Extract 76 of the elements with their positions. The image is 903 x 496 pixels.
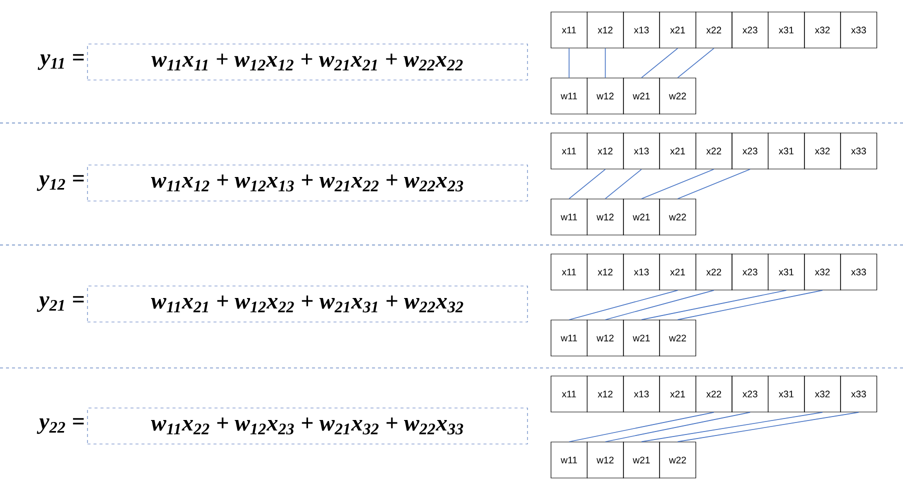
- weight-cell: w12: [586, 442, 624, 478]
- input-cell: x31: [768, 254, 805, 290]
- weight-cell: w21: [623, 442, 660, 478]
- input-cell: x11: [550, 132, 588, 170]
- equation-label: y$_{21}$ =: [36, 296, 84, 312]
- connector-line: [677, 168, 750, 200]
- input-cell: x32: [804, 12, 841, 48]
- input-cell: x12: [586, 376, 624, 412]
- weight-cell: w11: [550, 320, 588, 356]
- input-cell: x11: [550, 254, 588, 290]
- connector-line: [568, 48, 570, 78]
- connector-line: [677, 290, 823, 320]
- input-cell: x33: [840, 254, 878, 290]
- equation-label: y$_{22}$ =: [36, 418, 84, 434]
- weight-cell: w21: [623, 198, 660, 236]
- input-cell: x13: [623, 132, 660, 170]
- input-cell: x13: [623, 254, 660, 290]
- connector-line: [641, 48, 678, 78]
- weight-cell: w22: [659, 78, 696, 114]
- connector-line: [641, 412, 823, 442]
- connector-line: [641, 290, 787, 320]
- connector-line: [604, 290, 714, 320]
- formula-box: w$_{11}$x$_{12}$ + w$_{12}$x$_{13}$ + w$_{21}$x$_{22}$ + w$_{22}$x$_{23}$: [87, 164, 528, 202]
- weight-cell: w21: [623, 320, 660, 356]
- connector-line: [677, 412, 860, 442]
- equation-label: y$_{11}$ =: [38, 54, 84, 70]
- connector-line: [641, 168, 714, 200]
- input-cell: x12: [586, 254, 624, 290]
- weight-cell: w21: [623, 78, 660, 114]
- input-cell: x33: [840, 132, 878, 170]
- connector-line: [604, 168, 642, 200]
- input-cell: x22: [696, 254, 732, 290]
- weight-cell: w11: [550, 198, 588, 236]
- input-cell: x23: [732, 12, 768, 48]
- weight-cell: w22: [659, 320, 696, 356]
- connector-line: [568, 412, 714, 442]
- input-cell: x21: [659, 254, 696, 290]
- formula-box: w$_{11}$x$_{11}$ + w$_{12}$x$_{12}$ + w$_{21}$x$_{21}$ + w$_{22}$x$_{22}$: [87, 44, 528, 80]
- input-cell: x33: [840, 376, 878, 412]
- input-cell: x23: [732, 254, 768, 290]
- input-cell: x33: [840, 12, 878, 48]
- input-cell: x12: [586, 132, 624, 170]
- input-cell: x13: [623, 12, 660, 48]
- connector-line: [604, 412, 750, 442]
- input-cell: x11: [550, 12, 588, 48]
- input-cell: x11: [550, 376, 588, 412]
- weight-cell: w11: [550, 442, 588, 478]
- formula-box: w$_{11}$x$_{21}$ + w$_{12}$x$_{22}$ + w$_{21}$x$_{31}$ + w$_{22}$x$_{32}$: [87, 286, 528, 322]
- input-cell: x32: [804, 132, 841, 170]
- input-cell: x23: [732, 132, 768, 170]
- formula-box: w$_{11}$x$_{22}$ + w$_{12}$x$_{23}$ + w$_{21}$x$_{32}$ + w$_{22}$x$_{33}$: [87, 408, 528, 444]
- weight-cell: w22: [659, 442, 696, 478]
- input-cell: x32: [804, 376, 841, 412]
- input-cell: x22: [696, 132, 732, 170]
- weight-cell: w12: [586, 320, 624, 356]
- input-cell: x21: [659, 12, 696, 48]
- input-cell: x32: [804, 254, 841, 290]
- input-cell: x31: [768, 132, 805, 170]
- weight-cell: w11: [550, 78, 588, 114]
- connector-line: [604, 48, 606, 78]
- connector-line: [568, 290, 678, 320]
- input-cell: x22: [696, 12, 732, 48]
- input-cell: x12: [586, 12, 624, 48]
- equation-label: y$_{12}$ =: [36, 175, 84, 191]
- input-cell: x13: [623, 376, 660, 412]
- input-cell: x23: [732, 376, 768, 412]
- weight-cell: w22: [659, 198, 696, 236]
- connector-line: [568, 168, 606, 200]
- connector-line: [677, 48, 714, 78]
- input-cell: x22: [696, 376, 732, 412]
- input-cell: x21: [659, 376, 696, 412]
- input-cell: x31: [768, 376, 805, 412]
- input-cell: x31: [768, 12, 805, 48]
- input-cell: x21: [659, 132, 696, 170]
- weight-cell: w12: [586, 78, 624, 114]
- weight-cell: w12: [586, 198, 624, 236]
